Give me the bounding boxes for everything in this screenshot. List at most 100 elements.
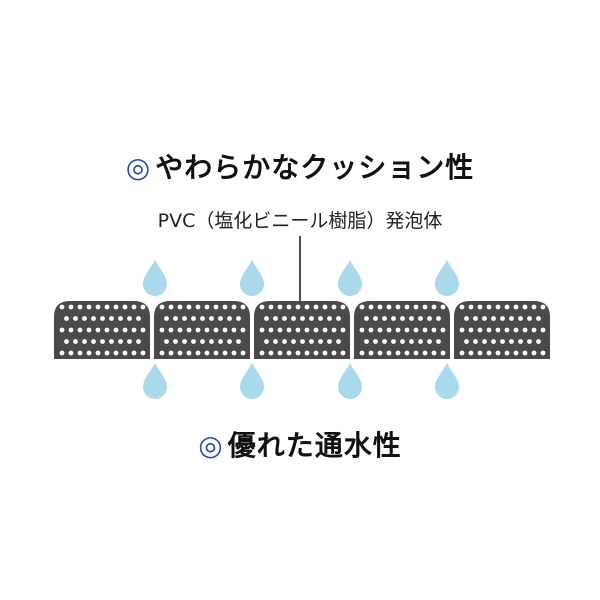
foam-pore: [422, 350, 428, 356]
foam-pore: [131, 304, 137, 310]
foam-pore: [109, 339, 114, 344]
foam-pore: [540, 350, 546, 356]
foam-pore: [68, 350, 74, 356]
foam-pore: [527, 339, 532, 344]
foam-pore: [264, 339, 269, 344]
foam-pore: [195, 350, 201, 356]
foam-pore: [518, 339, 523, 344]
foam-pore: [300, 339, 305, 344]
foam-pore: [359, 327, 365, 333]
foam-pore: [336, 339, 341, 344]
foam-pore: [459, 327, 465, 333]
foam-pore: [186, 304, 192, 310]
foam-pore: [231, 327, 237, 333]
foam-pore: [295, 350, 301, 356]
foam-pore: [91, 339, 96, 344]
foam-pore: [136, 339, 141, 344]
foam-pore: [236, 316, 241, 321]
foam-pore: [509, 316, 514, 321]
foam-pore: [331, 327, 337, 333]
foam-pore: [413, 350, 419, 356]
foam-pore: [136, 316, 141, 321]
foam-pore: [286, 327, 292, 333]
foam-pore: [409, 316, 414, 321]
foam-pore: [140, 327, 146, 333]
foam-pore: [340, 350, 346, 356]
foam-pore: [204, 327, 210, 333]
foam-pore: [168, 350, 174, 356]
foam-pore: [159, 350, 165, 356]
foam-pore: [336, 316, 341, 321]
foam-pore: [191, 339, 196, 344]
foam-pore: [86, 304, 92, 310]
mat-segment-body: [154, 301, 250, 359]
foam-pore: [64, 339, 69, 344]
foam-pore: [291, 316, 296, 321]
foam-pore: [277, 327, 283, 333]
mat-segment-body: [54, 301, 150, 359]
foam-pore: [59, 350, 65, 356]
foam-pore: [459, 350, 465, 356]
foam-pore: [209, 339, 214, 344]
foam-pore: [186, 327, 192, 333]
foam-pore: [427, 339, 432, 344]
water-drop-icon: [240, 363, 264, 399]
foam-pore: [222, 327, 228, 333]
foam-pore: [495, 350, 501, 356]
foam-pore: [477, 327, 483, 333]
foam-pore: [391, 316, 396, 321]
foam-pore: [140, 304, 146, 310]
foam-pore: [177, 304, 183, 310]
foam-pore: [340, 327, 346, 333]
foam-pore: [95, 304, 101, 310]
water-drop-icon: [435, 260, 459, 296]
foam-pore: [277, 304, 283, 310]
foam-pore: [364, 339, 369, 344]
foam-pore: [418, 316, 423, 321]
foam-pore: [495, 304, 501, 310]
drainage-heading-text: 優れた通水性: [227, 429, 402, 462]
drainage-heading: ◎優れた通水性: [0, 424, 600, 464]
foam-pore: [404, 350, 410, 356]
foam-pore: [522, 350, 528, 356]
foam-pore: [68, 304, 74, 310]
foam-pore: [177, 327, 183, 333]
foam-pore: [468, 304, 474, 310]
foam-pore: [359, 304, 365, 310]
foam-pore: [231, 304, 237, 310]
foam-pore: [495, 327, 501, 333]
foam-pore: [186, 350, 192, 356]
foam-pore: [318, 316, 323, 321]
foam-pore: [131, 327, 137, 333]
foam-pore: [513, 304, 519, 310]
foam-pore: [386, 327, 392, 333]
foam-pore: [309, 339, 314, 344]
foam-pore: [259, 327, 265, 333]
foam-pore: [522, 327, 528, 333]
foam-pore: [459, 304, 465, 310]
foam-pore: [209, 316, 214, 321]
foam-pore: [204, 350, 210, 356]
foam-pore: [491, 339, 496, 344]
foam-pore: [322, 327, 328, 333]
foam-pore: [218, 316, 223, 321]
foam-pore: [382, 339, 387, 344]
foam-pore: [259, 304, 265, 310]
water-drop-icon: [143, 363, 167, 399]
double-circle-bullet-icon: ◎: [198, 429, 224, 462]
foam-pore: [227, 316, 232, 321]
foam-pore: [473, 316, 478, 321]
foam-pore: [368, 327, 374, 333]
water-drop-icon: [338, 363, 362, 399]
foam-pore: [491, 316, 496, 321]
foam-pore: [200, 316, 205, 321]
foam-pore: [368, 304, 374, 310]
mat-segment: [54, 301, 150, 359]
foam-pore: [436, 339, 441, 344]
foam-pore: [359, 350, 365, 356]
mat-segment-body: [454, 301, 550, 359]
foam-pore: [295, 327, 301, 333]
foam-pore: [373, 339, 378, 344]
foam-pore: [113, 350, 119, 356]
material-label: PVC（塩化ビニール樹脂）発泡体: [157, 210, 443, 232]
